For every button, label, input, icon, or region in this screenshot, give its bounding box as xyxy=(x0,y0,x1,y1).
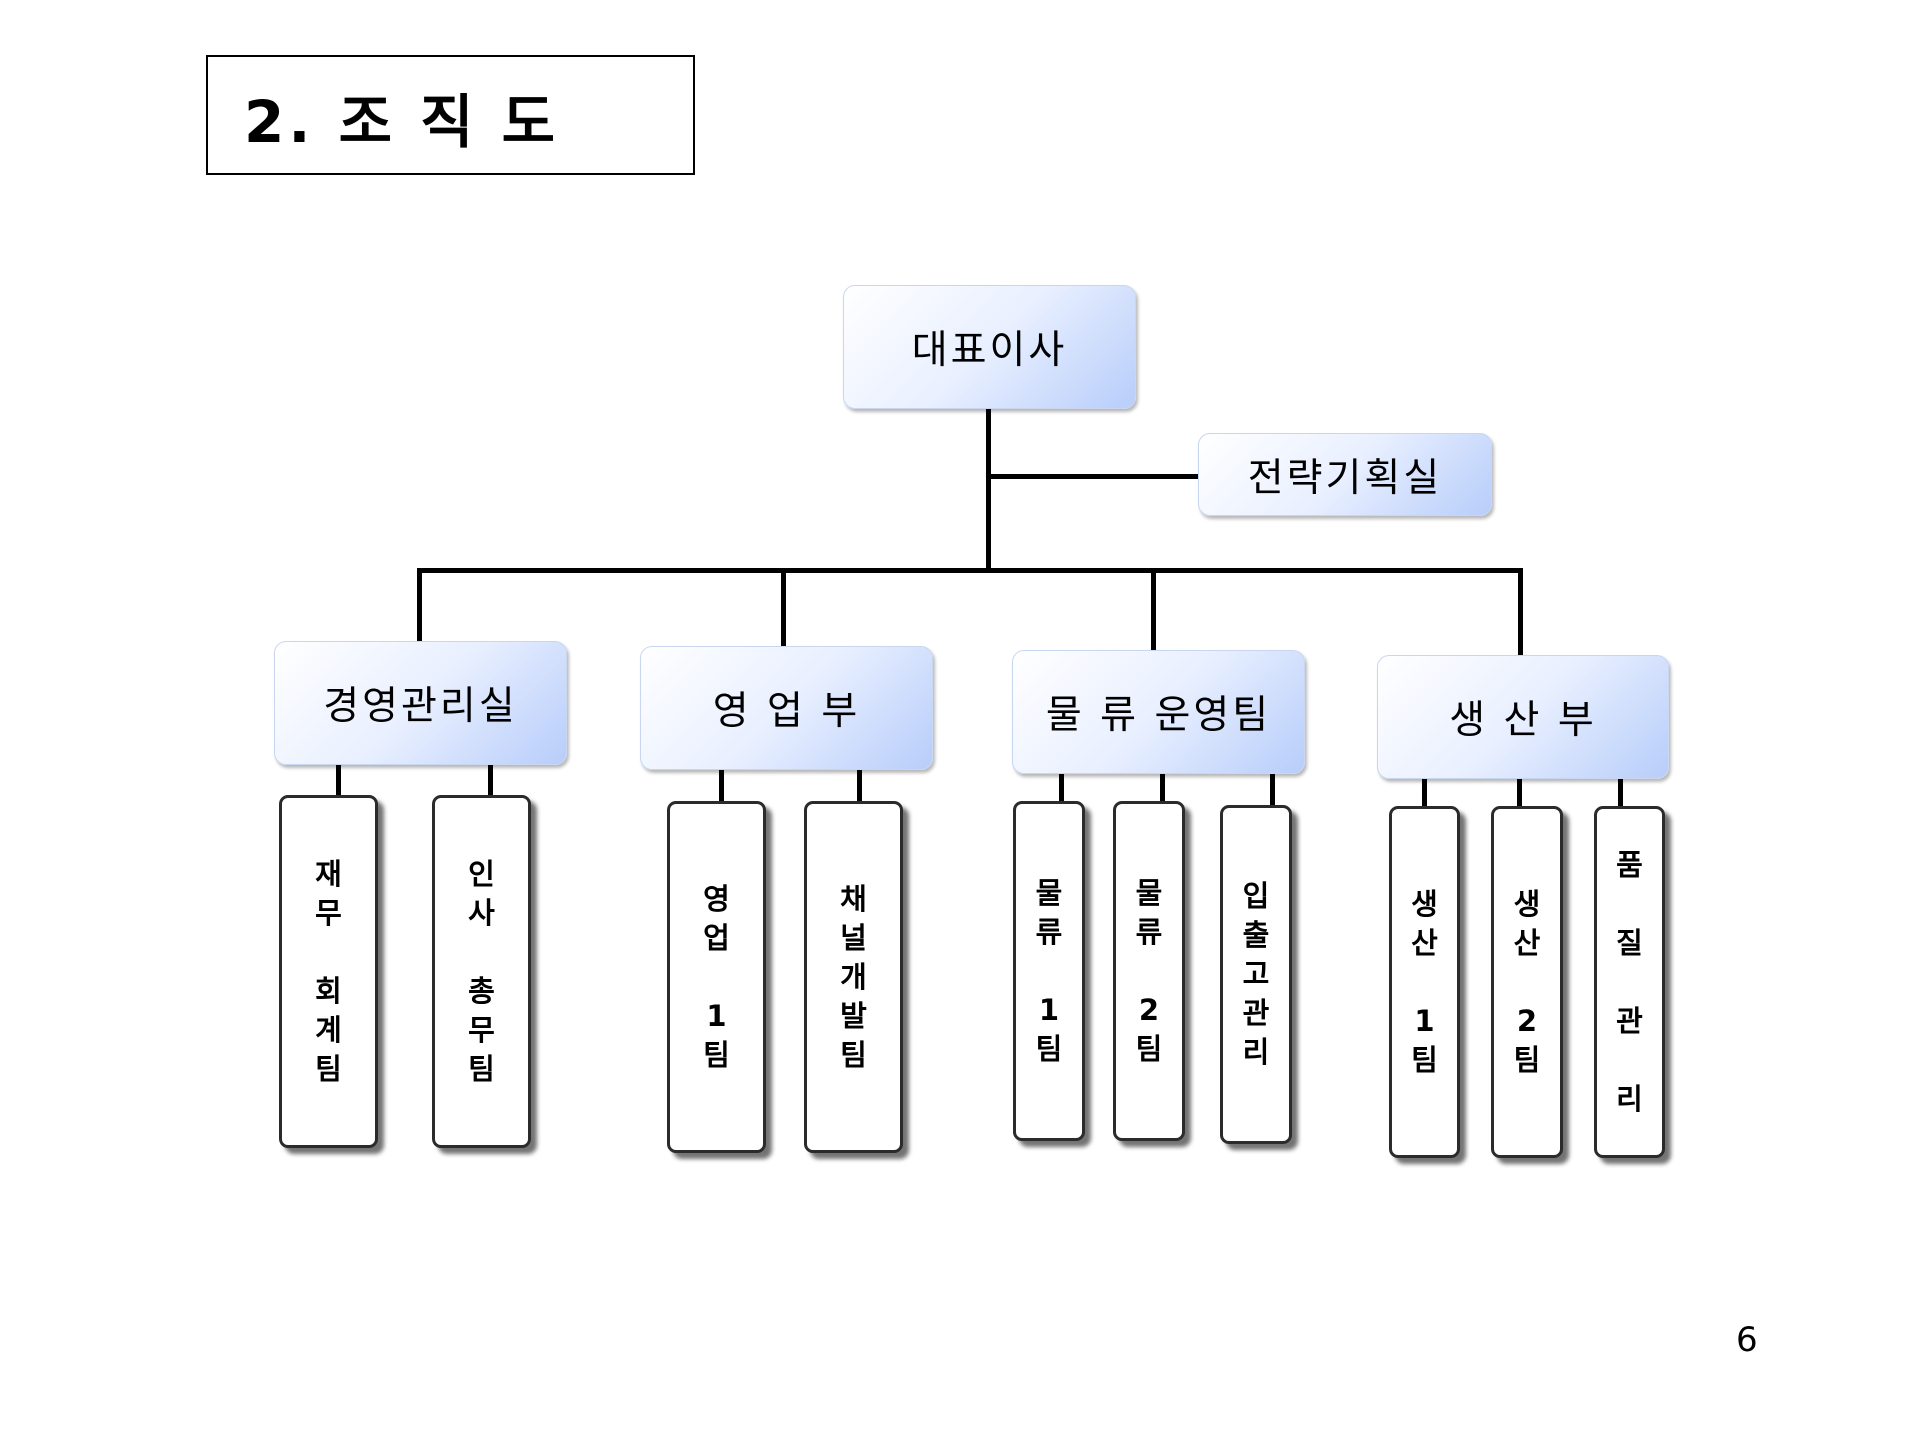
node-dept-logistics: 물 류 운영팀 xyxy=(1012,650,1305,774)
team-label-char: 리 xyxy=(1242,1035,1270,1069)
page-title: 2. 조 직 도 xyxy=(244,88,560,156)
team-label-char: 회 xyxy=(315,973,342,1008)
team-label-char: 질 xyxy=(1616,925,1643,960)
connector-team xyxy=(1270,774,1275,805)
team-label-char: 사 xyxy=(468,895,495,930)
team-label-char: 업 xyxy=(703,920,730,955)
team-label-char: 출 xyxy=(1242,918,1270,952)
team-label-char: 입 xyxy=(1242,879,1270,913)
team-label-char: 널 xyxy=(840,920,867,955)
connector-team xyxy=(1160,774,1165,801)
connector-team xyxy=(719,770,724,801)
team-label-char: 무 xyxy=(468,1012,495,1047)
team-label-char: 류 xyxy=(1135,914,1163,949)
team-label-char: 물 xyxy=(1035,875,1063,910)
team-label-char: 리 xyxy=(1616,1081,1643,1116)
team-label-char: 인 xyxy=(468,856,495,891)
team-label-char: 생 xyxy=(1411,886,1438,921)
connector-team xyxy=(336,765,341,795)
team-label-char: 생 xyxy=(1513,886,1541,921)
team-label-char: 계 xyxy=(315,1012,342,1047)
node-ceo: 대표이사 xyxy=(843,285,1136,409)
team-label-char: 1 xyxy=(1414,1003,1435,1038)
connector-bus xyxy=(417,568,1523,573)
team-label-char: 팀 xyxy=(1513,1042,1541,1077)
connector-team xyxy=(1618,779,1623,806)
connector-team xyxy=(1517,779,1522,806)
team-label-char: 발 xyxy=(840,998,867,1033)
team-label-char: 팀 xyxy=(315,1051,342,1086)
connector-team xyxy=(857,770,862,801)
dept-label: 생 산 부 xyxy=(1449,698,1597,743)
team-label-char: 팀 xyxy=(468,1051,495,1086)
team-label-char: 관 xyxy=(1616,1003,1643,1038)
team-label-char: 고 xyxy=(1242,957,1270,991)
team-label-char: 관 xyxy=(1242,996,1270,1030)
team-label-char: 개 xyxy=(840,959,867,994)
connector-staff xyxy=(986,474,1198,479)
team-label-char: 총 xyxy=(468,973,495,1008)
team-label-char: 채 xyxy=(840,881,867,916)
node-dept-management: 경영관리실 xyxy=(274,641,567,765)
node-dept-production: 생 산 부 xyxy=(1377,655,1669,779)
connector-team xyxy=(488,765,493,795)
team-label-char: 물 xyxy=(1135,875,1163,910)
team-label-char: 산 xyxy=(1411,925,1438,960)
connector-team xyxy=(1422,779,1427,806)
team-label-char: 1 xyxy=(706,998,727,1033)
page-number: 6 xyxy=(1736,1320,1758,1360)
node-strategy-office: 전략기획실 xyxy=(1198,433,1492,516)
node-dept-sales: 영 업 부 xyxy=(640,646,933,770)
team-label-char: 2 xyxy=(1516,1003,1538,1038)
team-label-char: 재 xyxy=(315,856,342,891)
connector-dept-3 xyxy=(1151,568,1156,650)
dept-label: 영 업 부 xyxy=(712,689,861,734)
title-box: 2. 조 직 도 xyxy=(206,55,695,175)
connector-dept-4 xyxy=(1518,568,1523,655)
team-label-char: 팀 xyxy=(703,1037,730,1072)
connector-ceo-down xyxy=(986,409,991,572)
team-label-char: 품 xyxy=(1616,847,1643,882)
node-strategy-office-label: 전략기획실 xyxy=(1247,455,1443,501)
team-label-char: 팀 xyxy=(1411,1042,1438,1077)
team-label-char: 팀 xyxy=(840,1037,867,1072)
team-label-char: 팀 xyxy=(1135,1031,1163,1066)
node-ceo-label: 대표이사 xyxy=(911,328,1068,373)
team-label-char: 1 xyxy=(1038,992,1060,1027)
team-label-char: 2 xyxy=(1138,992,1160,1027)
dept-label: 물 류 운영팀 xyxy=(1045,693,1272,738)
dept-label: 경영관리실 xyxy=(323,684,518,729)
team-label-char: 영 xyxy=(703,881,730,916)
team-label-char: 팀 xyxy=(1035,1031,1063,1066)
team-label-char: 류 xyxy=(1035,914,1063,949)
connector-dept-2 xyxy=(781,568,786,646)
connector-team xyxy=(1059,774,1064,801)
team-label-char: 산 xyxy=(1513,925,1541,960)
team-label-char: 무 xyxy=(315,895,342,930)
connector-dept-1 xyxy=(417,568,422,641)
